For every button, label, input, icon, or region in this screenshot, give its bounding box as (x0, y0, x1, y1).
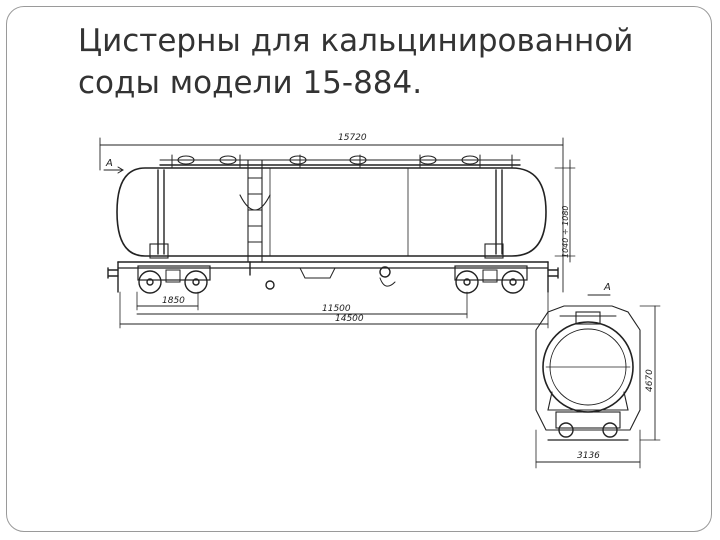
left-bogie (137, 265, 211, 294)
side-view: 15720 A (99, 133, 611, 329)
dim-frame-length: 14500 (335, 314, 364, 324)
end-view: 4670 3136 (535, 305, 661, 469)
section-mark-a: A (105, 158, 113, 169)
dim-bogie-offset: 1850 (162, 296, 185, 306)
slide-title: Цистерны для кальцинированной соды модел… (78, 20, 633, 104)
title-line-1: Цистерны для кальцинированной (78, 23, 634, 59)
dim-height-range: 1040 ÷ 1080 (561, 205, 570, 258)
dim-bogie-base: 11500 (322, 304, 351, 314)
dim-end-height: 4670 (645, 369, 655, 392)
title-line-2: соды модели 15-884. (78, 65, 423, 101)
slide-frame (6, 6, 712, 532)
dim-overall-length: 15720 (338, 133, 367, 143)
dim-end-width: 3136 (577, 451, 600, 461)
right-bogie (454, 265, 528, 294)
section-mark-a-end: A (603, 282, 611, 293)
